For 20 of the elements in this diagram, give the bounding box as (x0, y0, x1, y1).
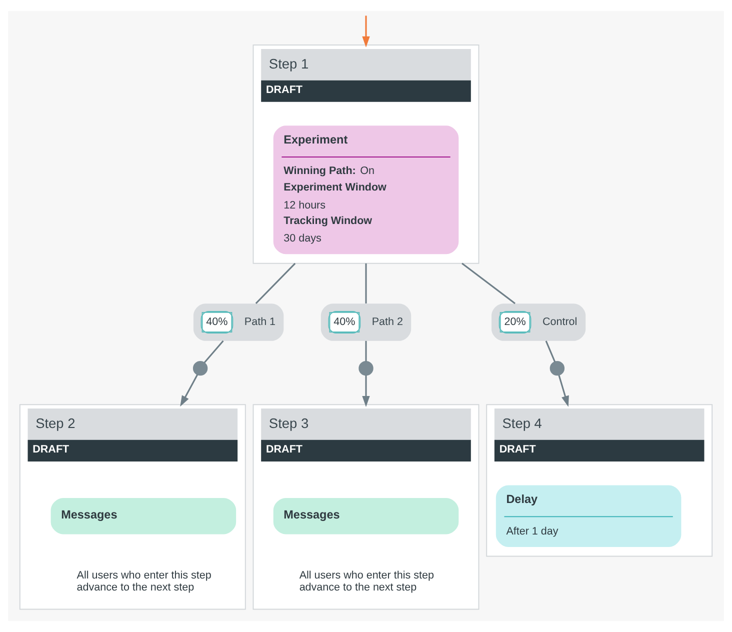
node-circle (192, 360, 208, 376)
node-box: 40% Path 2 (320, 304, 412, 341)
connector (255, 262, 296, 304)
node-box: Messages (273, 498, 459, 534)
node-box: 40% Path 1 (193, 304, 284, 341)
connector (462, 262, 516, 304)
node-box: 20% Control (492, 304, 586, 341)
connector (204, 340, 224, 364)
connector (365, 340, 367, 362)
node-box: Experiment Winning Path: On Experiment Window 12 hours Tracking Window 30 days (273, 126, 459, 254)
node-circle (550, 360, 565, 376)
node-box: Messages (50, 498, 236, 534)
connector (365, 263, 367, 304)
node-circle (358, 360, 374, 376)
arrow (362, 375, 370, 407)
node-box: Delay After 1 day (496, 485, 682, 547)
connector (545, 340, 556, 362)
arrow (180, 374, 198, 407)
arrow (558, 375, 569, 407)
arrow (362, 16, 370, 48)
